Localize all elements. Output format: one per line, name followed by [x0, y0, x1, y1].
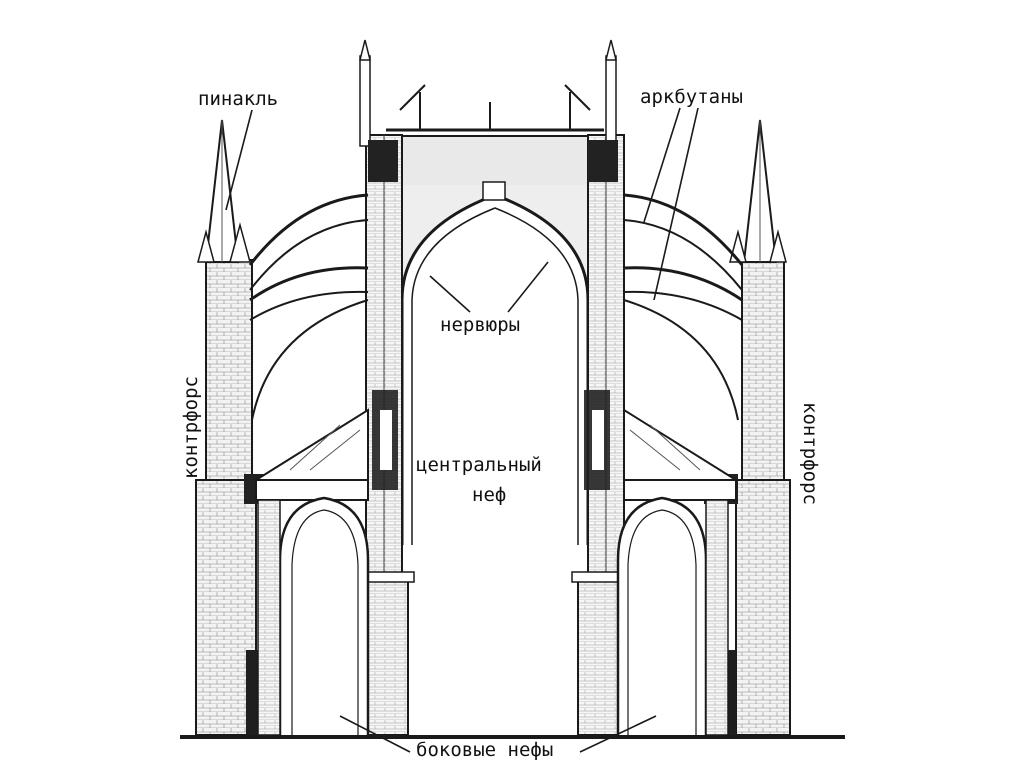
nave-columns: [361, 571, 625, 736]
ribs-leader-left: [429, 275, 471, 313]
flying-buttress-leader-1: [643, 107, 681, 223]
pinnacle-leader: [225, 109, 253, 211]
ribs-leader-right: [507, 261, 549, 313]
central-vault: [385, 84, 605, 735]
side-nave-leader-right: [579, 715, 657, 753]
left-flying-buttresses: [248, 193, 369, 481]
side-naves-label: боковые нефы: [416, 739, 554, 761]
leader-lines: [225, 107, 699, 753]
right-pinnacle: [729, 119, 787, 263]
central-nave-label-line2: неф: [472, 484, 507, 506]
flying-buttress-leader-2: [653, 107, 699, 301]
left-side-aisle: [255, 479, 370, 736]
side-nave-leader-left: [339, 715, 411, 753]
left-pinnacle: [197, 119, 251, 263]
buttress-left-label: контрфорс: [179, 376, 202, 479]
flying-buttresses-label: аркбутаны: [640, 86, 743, 108]
ribs-label: нервюры: [440, 314, 521, 336]
right-flying-buttresses: [623, 193, 744, 481]
pinnacle-label: пинакль: [198, 88, 279, 110]
buttress-right-label: контрфорс: [798, 402, 821, 505]
right-side-aisle: [616, 479, 737, 736]
central-nave-label-line1: центральный: [416, 454, 542, 476]
